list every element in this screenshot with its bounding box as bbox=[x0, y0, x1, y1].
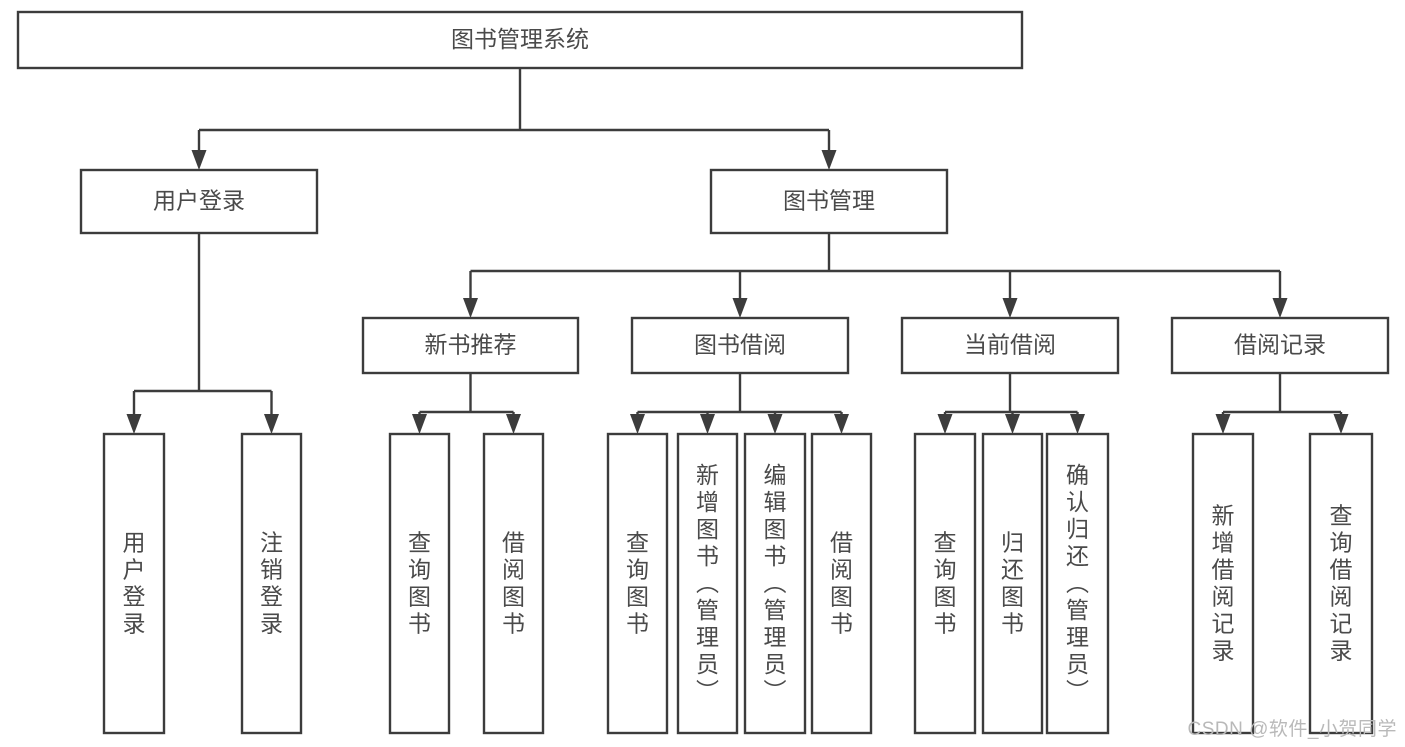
node-rect bbox=[1170, 316, 1390, 375]
node-label: 用户登录 bbox=[153, 188, 245, 214]
node-label-vertical: 用户登录 bbox=[123, 530, 146, 637]
node-rect bbox=[676, 432, 739, 735]
arrow-head-icon bbox=[937, 414, 953, 434]
arrow-head-icon bbox=[1002, 298, 1018, 318]
node-label-vertical: 确认归还︵管理员︶ bbox=[1066, 462, 1089, 704]
arrow-head-icon bbox=[412, 414, 427, 434]
node-label-vertical: 借阅图书 bbox=[502, 530, 525, 637]
node-leaf-10[interactable]: 确认归还︵管理员︶ bbox=[1045, 432, 1110, 735]
node-leaf-0[interactable]: 用户登录 bbox=[102, 432, 166, 735]
arrow-head-icon bbox=[767, 414, 783, 434]
arrow-head-icon bbox=[264, 414, 279, 434]
node-label: 当前借阅 bbox=[964, 332, 1056, 358]
arrow-head-icon bbox=[126, 414, 142, 434]
node-rect bbox=[1308, 432, 1374, 735]
node-label-vertical: 注销登录 bbox=[260, 530, 283, 637]
node-rect bbox=[102, 432, 166, 735]
node-level3-3[interactable]: 借阅记录 bbox=[1170, 316, 1390, 375]
node-rect bbox=[1045, 432, 1110, 735]
node-root[interactable]: 图书管理系统 bbox=[16, 10, 1024, 70]
node-leaf-1[interactable]: 注销登录 bbox=[240, 432, 303, 735]
node-rect bbox=[1191, 432, 1255, 735]
node-label: 图书借阅 bbox=[694, 332, 786, 358]
arrow-head-icon bbox=[700, 414, 715, 434]
node-rect bbox=[388, 432, 451, 735]
node-leaf-4[interactable]: 查询图书 bbox=[606, 432, 669, 735]
node-rect bbox=[16, 10, 1024, 70]
node-leaf-9[interactable]: 归还图书 bbox=[981, 432, 1044, 735]
node-rect bbox=[482, 432, 545, 735]
node-label-vertical: 查询图书 bbox=[408, 530, 431, 637]
node-rect bbox=[743, 432, 807, 735]
node-leaf-7[interactable]: 借阅图书 bbox=[810, 432, 873, 735]
node-leaf-8[interactable]: 查询图书 bbox=[913, 432, 977, 735]
arrow-head-icon bbox=[732, 298, 748, 318]
arrow-head-icon bbox=[1272, 298, 1288, 318]
node-rect bbox=[981, 432, 1044, 735]
node-level2-0[interactable]: 用户登录 bbox=[79, 168, 319, 235]
arrow-head-icon bbox=[1005, 414, 1020, 434]
node-layer: 图书管理系统用户登录图书管理新书推荐图书借阅当前借阅借阅记录用户登录注销登录查询… bbox=[16, 10, 1390, 735]
node-level3-0[interactable]: 新书推荐 bbox=[361, 316, 580, 375]
arrow-head-icon bbox=[463, 298, 478, 318]
node-rect bbox=[240, 432, 303, 735]
arrow-head-icon bbox=[834, 414, 849, 434]
node-leaf-11[interactable]: 新增借阅记录 bbox=[1191, 432, 1255, 735]
node-label: 新书推荐 bbox=[425, 332, 517, 358]
node-rect bbox=[79, 168, 319, 235]
node-leaf-6[interactable]: 编辑图书︵管理员︶ bbox=[743, 432, 807, 735]
node-label: 图书管理系统 bbox=[451, 26, 589, 52]
node-rect bbox=[361, 316, 580, 375]
arrow-head-icon bbox=[630, 414, 645, 434]
node-rect bbox=[810, 432, 873, 735]
arrow-head-icon bbox=[1070, 414, 1085, 434]
arrow-head-icon bbox=[191, 150, 207, 170]
node-label-vertical: 新增借阅记录 bbox=[1212, 503, 1235, 664]
node-label-vertical: 查询图书 bbox=[626, 530, 649, 637]
arrow-head-icon bbox=[1215, 414, 1231, 434]
arrow-head-icon bbox=[821, 150, 837, 170]
node-leaf-5[interactable]: 新增图书︵管理员︶ bbox=[676, 432, 739, 735]
node-level2-1[interactable]: 图书管理 bbox=[709, 168, 949, 235]
arrow-head-icon bbox=[506, 414, 521, 434]
node-rect bbox=[606, 432, 669, 735]
node-rect bbox=[900, 316, 1120, 375]
node-label-vertical: 新增图书︵管理员︶ bbox=[696, 462, 719, 704]
node-level3-1[interactable]: 图书借阅 bbox=[630, 316, 850, 375]
node-label-vertical: 查询借阅记录 bbox=[1330, 503, 1353, 664]
node-rect bbox=[913, 432, 977, 735]
node-label-vertical: 借阅图书 bbox=[830, 530, 853, 637]
node-rect bbox=[630, 316, 850, 375]
arrow-head-icon bbox=[1333, 414, 1349, 434]
node-level3-2[interactable]: 当前借阅 bbox=[900, 316, 1120, 375]
connector-layer bbox=[126, 68, 1349, 434]
node-rect bbox=[709, 168, 949, 235]
node-label: 图书管理 bbox=[783, 188, 875, 214]
node-label-vertical: 归还图书 bbox=[1001, 530, 1024, 637]
node-label-vertical: 编辑图书︵管理员︶ bbox=[764, 462, 787, 704]
node-leaf-2[interactable]: 查询图书 bbox=[388, 432, 451, 735]
node-label: 借阅记录 bbox=[1234, 332, 1326, 358]
node-leaf-3[interactable]: 借阅图书 bbox=[482, 432, 545, 735]
node-label-vertical: 查询图书 bbox=[934, 530, 957, 637]
node-leaf-12[interactable]: 查询借阅记录 bbox=[1308, 432, 1374, 735]
